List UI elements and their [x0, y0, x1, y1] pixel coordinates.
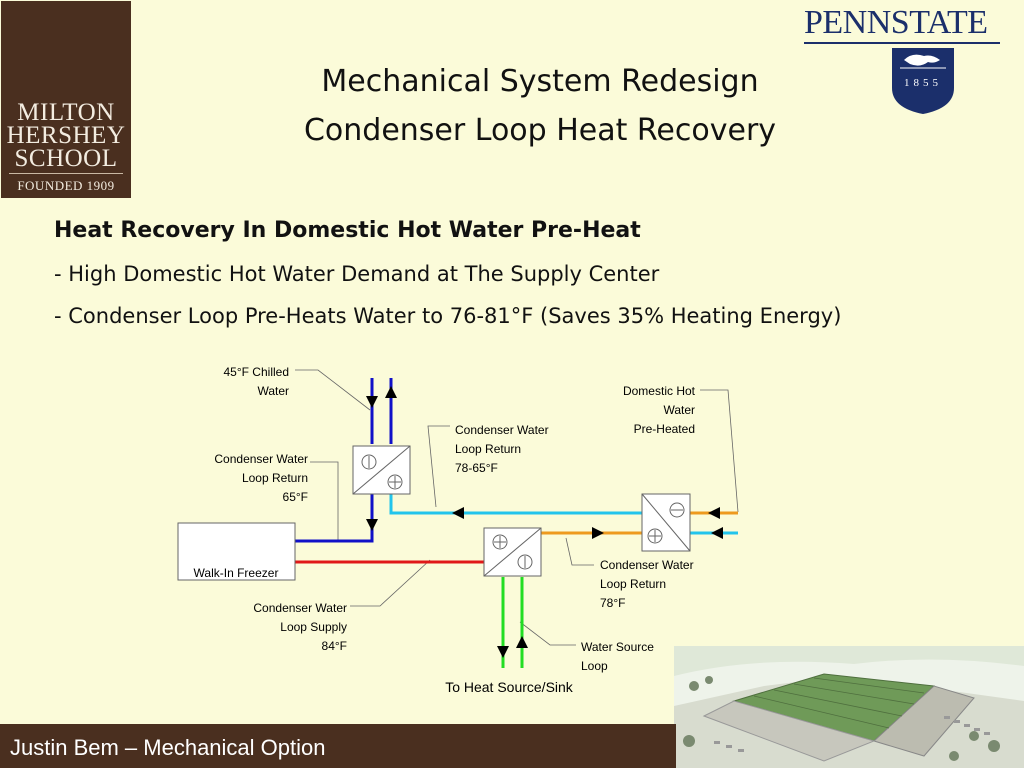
footer-bar: Justin Bem – Mechanical Option: [0, 724, 676, 768]
walk-in-freezer-box: [177, 522, 296, 581]
warm-water-piping: [541, 511, 738, 535]
label-return78-65-3: 78-65°F: [455, 461, 498, 475]
label-heat-source-sink: To Heat Source/Sink: [445, 679, 574, 695]
milton-hershey-logo: MILTON HERSHEY SCHOOL FOUNDED 1909: [1, 1, 131, 198]
label-return65-3: 65°F: [283, 490, 308, 504]
label-supply84-1: Condenser Water: [253, 601, 347, 615]
label-water-source-2: Loop: [581, 659, 608, 673]
label-dhw-2: Water: [663, 403, 695, 417]
campus-rendering-image: [674, 646, 1024, 768]
slide-title-line1: Mechanical System Redesign: [321, 64, 759, 99]
label-return78-65-2: Loop Return: [455, 442, 521, 456]
label-supply84-3: 84°F: [322, 639, 347, 653]
heat-exchanger-1: [352, 445, 411, 495]
label-return78-1: Condenser Water: [600, 558, 694, 572]
slide-title-line2: Condenser Loop Heat Recovery: [303, 113, 777, 148]
bullet-demand: - High Domestic Hot Water Demand at The …: [54, 262, 660, 286]
logo-line-milton: MILTON: [17, 99, 115, 126]
label-return78-3: 78°F: [600, 596, 625, 610]
water-source-loop-piping: [501, 577, 524, 668]
penn-state-logo: PENNSTATE 1855: [800, 4, 1000, 116]
footer-author: Justin Bem – Mechanical Option: [10, 735, 326, 760]
label-chilled-water-2: Water: [257, 384, 289, 398]
heat-recovery-schematic: Walk-In Freezer 45°F Chilled Water Conde…: [177, 365, 739, 695]
logo-line-hershey: HERSHEY: [6, 122, 126, 149]
heat-exchanger-2: [483, 527, 542, 577]
heat-exchanger-3: [641, 493, 691, 552]
label-supply84-2: Loop Supply: [280, 620, 347, 634]
bullet-preheat: - Condenser Loop Pre-Heats Water to 76-8…: [54, 304, 842, 328]
leader-lines: [295, 369, 739, 646]
flow-arrows: [366, 386, 723, 658]
logo-line-school: SCHOOL: [14, 145, 118, 172]
label-chilled-water-1: 45°F Chilled: [224, 365, 290, 379]
section-heading: Heat Recovery In Domestic Hot Water Pre-…: [54, 218, 641, 243]
penn-state-shield-icon: 1855: [892, 48, 954, 114]
label-return78-2: Loop Return: [600, 577, 666, 591]
label-return65-1: Condenser Water: [214, 452, 308, 466]
penn-state-year: 1855: [904, 77, 942, 89]
walk-in-freezer-label: Walk-In Freezer: [194, 566, 279, 580]
label-return78-65-1: Condenser Water: [455, 423, 549, 437]
label-water-source-1: Water Source: [581, 640, 654, 654]
penn-state-wordmark: PENNSTATE: [804, 4, 988, 41]
penn-state-rule: [804, 42, 1000, 44]
label-dhw-1: Domestic Hot: [623, 384, 696, 398]
label-return65-2: Loop Return: [242, 471, 308, 485]
label-dhw-3: Pre-Heated: [634, 422, 695, 436]
milton-hershey-wordmark: MILTON HERSHEY SCHOOL: [1, 99, 131, 172]
logo-divider: [9, 173, 123, 174]
logo-founded: FOUNDED 1909: [17, 178, 115, 193]
